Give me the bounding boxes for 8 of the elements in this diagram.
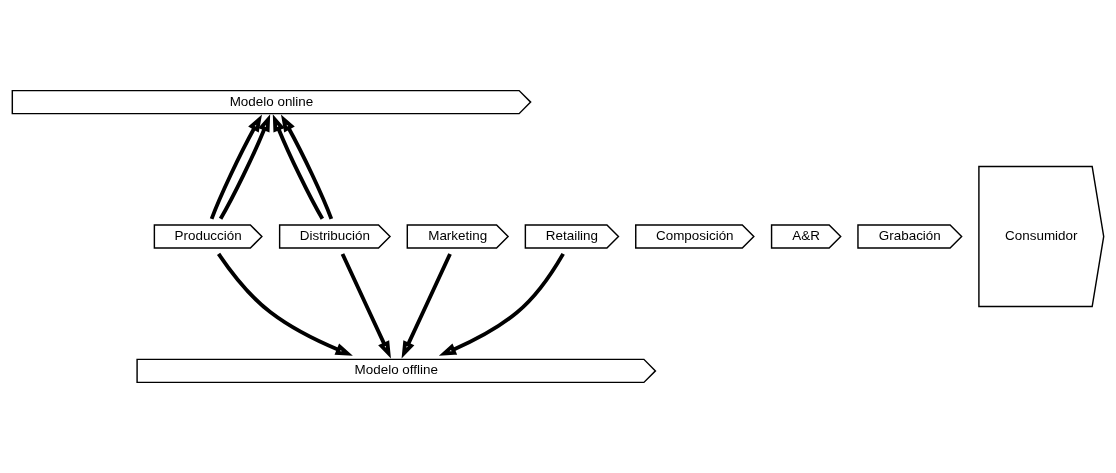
arrow bbox=[438, 252, 565, 356]
arrow bbox=[340, 253, 391, 359]
arrow bbox=[401, 253, 452, 359]
arrow bbox=[217, 252, 353, 356]
arrow bbox=[272, 114, 324, 220]
arrow bbox=[280, 114, 334, 220]
arrow bbox=[218, 114, 271, 220]
arrow bbox=[209, 114, 262, 220]
